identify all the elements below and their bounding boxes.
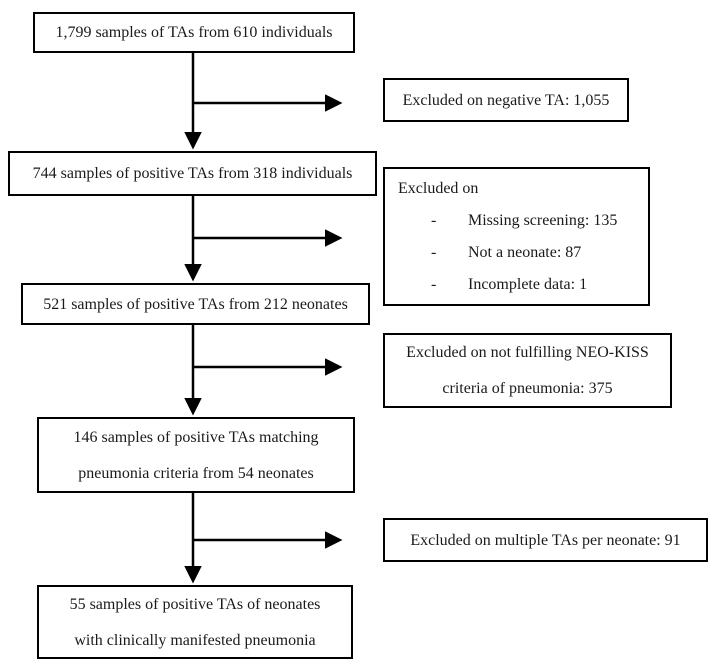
box-positive-neonates: 521 samples of positive TAs from 212 neo… — [21, 283, 370, 325]
box-excluded-neokiss: Excluded on not fulfilling NEO-KISS crit… — [383, 333, 672, 408]
box-pneumonia-matching-line1: 146 samples of positive TAs matching — [73, 428, 319, 446]
box-excluded-neokiss-line2: criteria of pneumonia: 375 — [442, 380, 613, 397]
box-excluded-negative-ta-text: Excluded on negative TA: 1,055 — [402, 91, 610, 109]
excluded-screening-item: - Missing screening: 135 — [431, 210, 642, 231]
box-positive-samples-text: 744 samples of positive TAs from 318 ind… — [32, 165, 353, 182]
excluded-screening-item-text: Incomplete data: 1 — [468, 276, 588, 293]
box-final-samples-line1: 55 samples of positive TAs of neonates — [69, 595, 321, 613]
box-pneumonia-matching-line2: pneumonia criteria from 54 neonates — [78, 464, 314, 482]
box-total-samples-text: 1,799 samples of TAs from 610 individual… — [55, 24, 333, 41]
excluded-screening-item-text: Missing screening: 135 — [468, 212, 618, 229]
excluded-screening-heading: Excluded on — [398, 180, 479, 197]
list-dash-bullet: - — [431, 212, 437, 229]
box-excluded-neokiss-line1: Excluded on not fulfilling NEO-KISS — [406, 344, 649, 361]
box-excluded-multiple-tas: Excluded on multiple TAs per neonate: 91 — [383, 518, 708, 562]
box-excluded-multiple-tas-text: Excluded on multiple TAs per neonate: 91 — [410, 531, 681, 549]
box-final-samples: 55 samples of positive TAs of neonates w… — [37, 585, 353, 659]
box-excluded-negative-ta: Excluded on negative TA: 1,055 — [383, 78, 629, 122]
box-final-samples-line2: with clinically manifested pneumonia — [74, 631, 316, 649]
excluded-screening-item-text: Not a neonate: 87 — [468, 244, 582, 261]
excluded-screening-item: - Incomplete data: 1 — [431, 274, 642, 295]
box-positive-samples: 744 samples of positive TAs from 318 ind… — [8, 151, 377, 196]
list-dash-bullet: - — [431, 276, 437, 293]
box-total-samples: 1,799 samples of TAs from 610 individual… — [33, 12, 355, 53]
box-excluded-screening: Excluded on - Missing screening: 135 - N… — [383, 167, 650, 306]
box-pneumonia-matching: 146 samples of positive TAs matching pne… — [37, 417, 355, 493]
box-positive-neonates-text: 521 samples of positive TAs from 212 neo… — [43, 295, 348, 313]
list-dash-bullet: - — [431, 244, 437, 261]
excluded-screening-item: - Not a neonate: 87 — [431, 242, 642, 263]
